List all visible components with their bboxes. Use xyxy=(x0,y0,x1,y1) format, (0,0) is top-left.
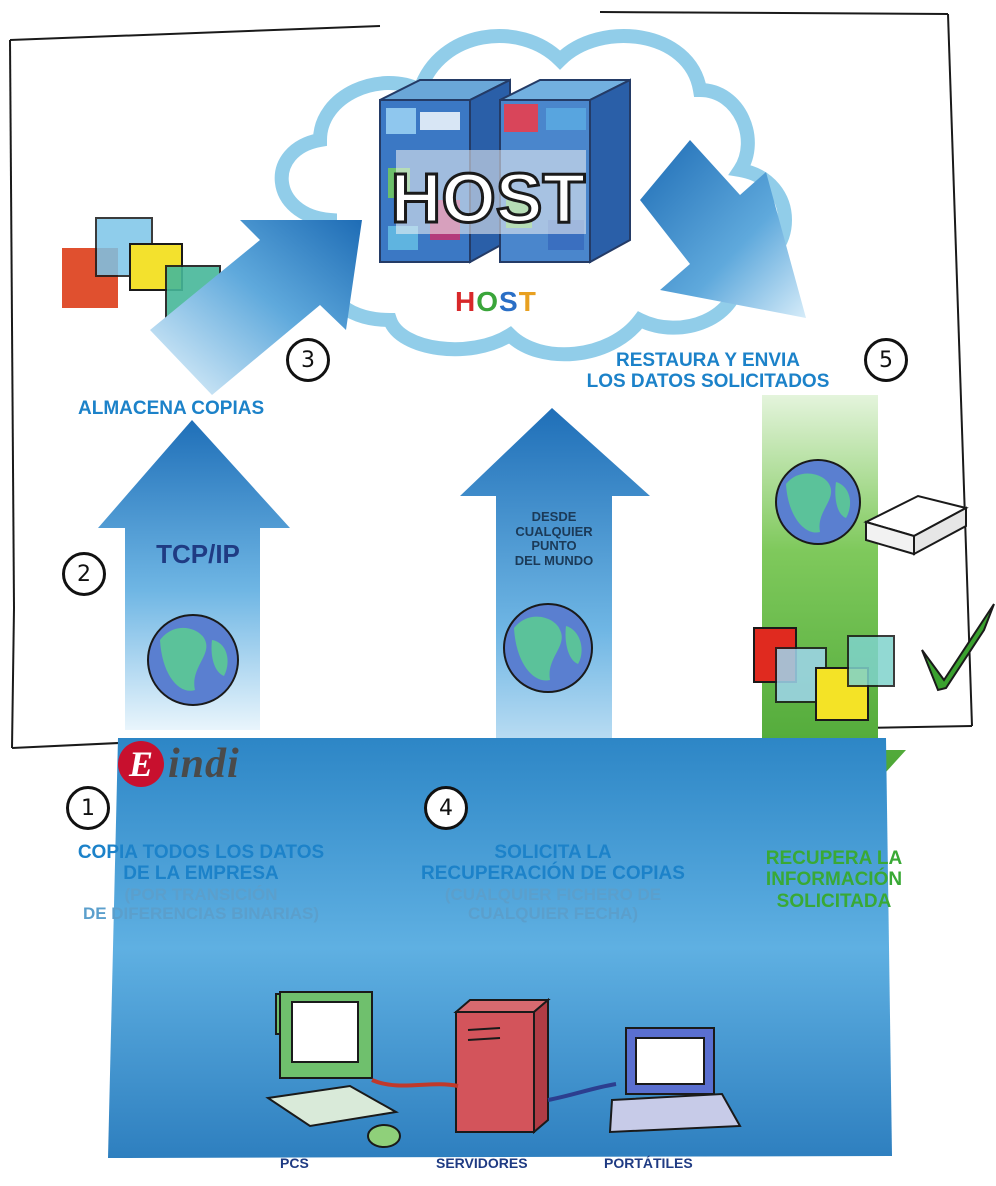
step-1-title: COPIA TODOS LOS DATOS xyxy=(77,842,325,863)
arrow-store xyxy=(150,220,362,395)
globe-icon xyxy=(775,459,861,545)
server-icon xyxy=(379,78,631,264)
step-5-title: RESTAURA Y ENVIA xyxy=(615,350,801,371)
recovered-squares xyxy=(753,627,895,721)
recover-title-3: SOLICITADA xyxy=(776,890,892,912)
globe-icon xyxy=(503,603,593,693)
step-3-label: ALMACENA COPIAS xyxy=(78,398,264,419)
server-icon xyxy=(453,997,551,1135)
tcpip-label: TCP/IP xyxy=(156,539,240,569)
globe-icon xyxy=(147,614,239,706)
recover-title: RECUPERA LA xyxy=(765,848,903,869)
eindi-logo: E indi xyxy=(118,740,240,788)
network-cable xyxy=(547,1082,617,1102)
anywhere-line: PUNTO xyxy=(531,538,577,554)
step-number-5: 5 xyxy=(864,338,908,382)
step-3-title: ALMACENA COPIAS xyxy=(78,398,265,419)
step-4-note-2: CUALQUIER FECHA) xyxy=(468,903,638,923)
arrow-restore xyxy=(640,140,806,318)
host-server-label: HOST xyxy=(391,159,585,237)
step-4-title-2: RECUPERACIÓN DE COPIAS xyxy=(421,863,685,885)
step-4-title: SOLICITA LA xyxy=(494,842,612,863)
anywhere-line: CUALQUIER xyxy=(515,523,593,539)
step-1-label: COPIA TODOS LOS DATOS DE LA EMPRESA (POR… xyxy=(36,842,366,923)
step-1-note-2: DE DIFERENCIAS BINARIAS) xyxy=(82,903,320,923)
host-title: HOST xyxy=(455,286,537,318)
step-number-4: 4 xyxy=(424,786,468,830)
laptops-label: PORTÁTILES xyxy=(604,1155,693,1171)
step-1-title-2: DE LA EMPRESA xyxy=(123,863,279,885)
host-letter: H xyxy=(455,286,477,317)
pc-icon xyxy=(265,991,401,1148)
host-letter: T xyxy=(518,286,537,317)
anywhere-line: DEL MUNDO xyxy=(514,552,594,568)
pcs-label: PCS xyxy=(280,1155,309,1171)
recover-title-2: INFORMACIÓN xyxy=(765,869,903,891)
step-4-label: SOLICITA LA RECUPERACIÓN DE COPIAS (CUAL… xyxy=(388,842,718,923)
step-5-label: RESTAURA Y ENVIA LOS DATOS SOLICITADOS xyxy=(558,350,858,393)
drive-icon xyxy=(863,494,969,556)
mouse-icon xyxy=(367,1124,401,1148)
step-4-note: (CUALQUIER FICHERO DE xyxy=(444,884,662,904)
host-letter: S xyxy=(499,286,519,317)
step-number-1: 1 xyxy=(66,786,110,830)
anywhere-line: DESDE xyxy=(531,509,577,524)
anywhere-label: DESDE CUALQUIER PUNTO DEL MUNDO xyxy=(484,509,624,568)
arrow-tcpip xyxy=(98,420,290,730)
step-1-note: (POR TRANSICIÓN xyxy=(124,884,278,904)
logo-word: indi xyxy=(168,741,240,787)
laptop-icon xyxy=(608,1027,742,1134)
frame-border xyxy=(9,11,973,749)
step-5-title-2: LOS DATOS SOLICITADOS xyxy=(586,371,830,393)
servers-label: SERVIDORES xyxy=(436,1155,528,1171)
network-cable xyxy=(371,1078,459,1088)
step-number-2: 2 xyxy=(62,552,106,596)
check-icon xyxy=(921,603,995,692)
recover-label: RECUPERA LA INFORMACIÓN SOLICITADA xyxy=(736,848,932,912)
step-number-3: 3 xyxy=(286,338,330,382)
logo-initial: E xyxy=(118,741,164,787)
host-letter: O xyxy=(476,286,500,317)
